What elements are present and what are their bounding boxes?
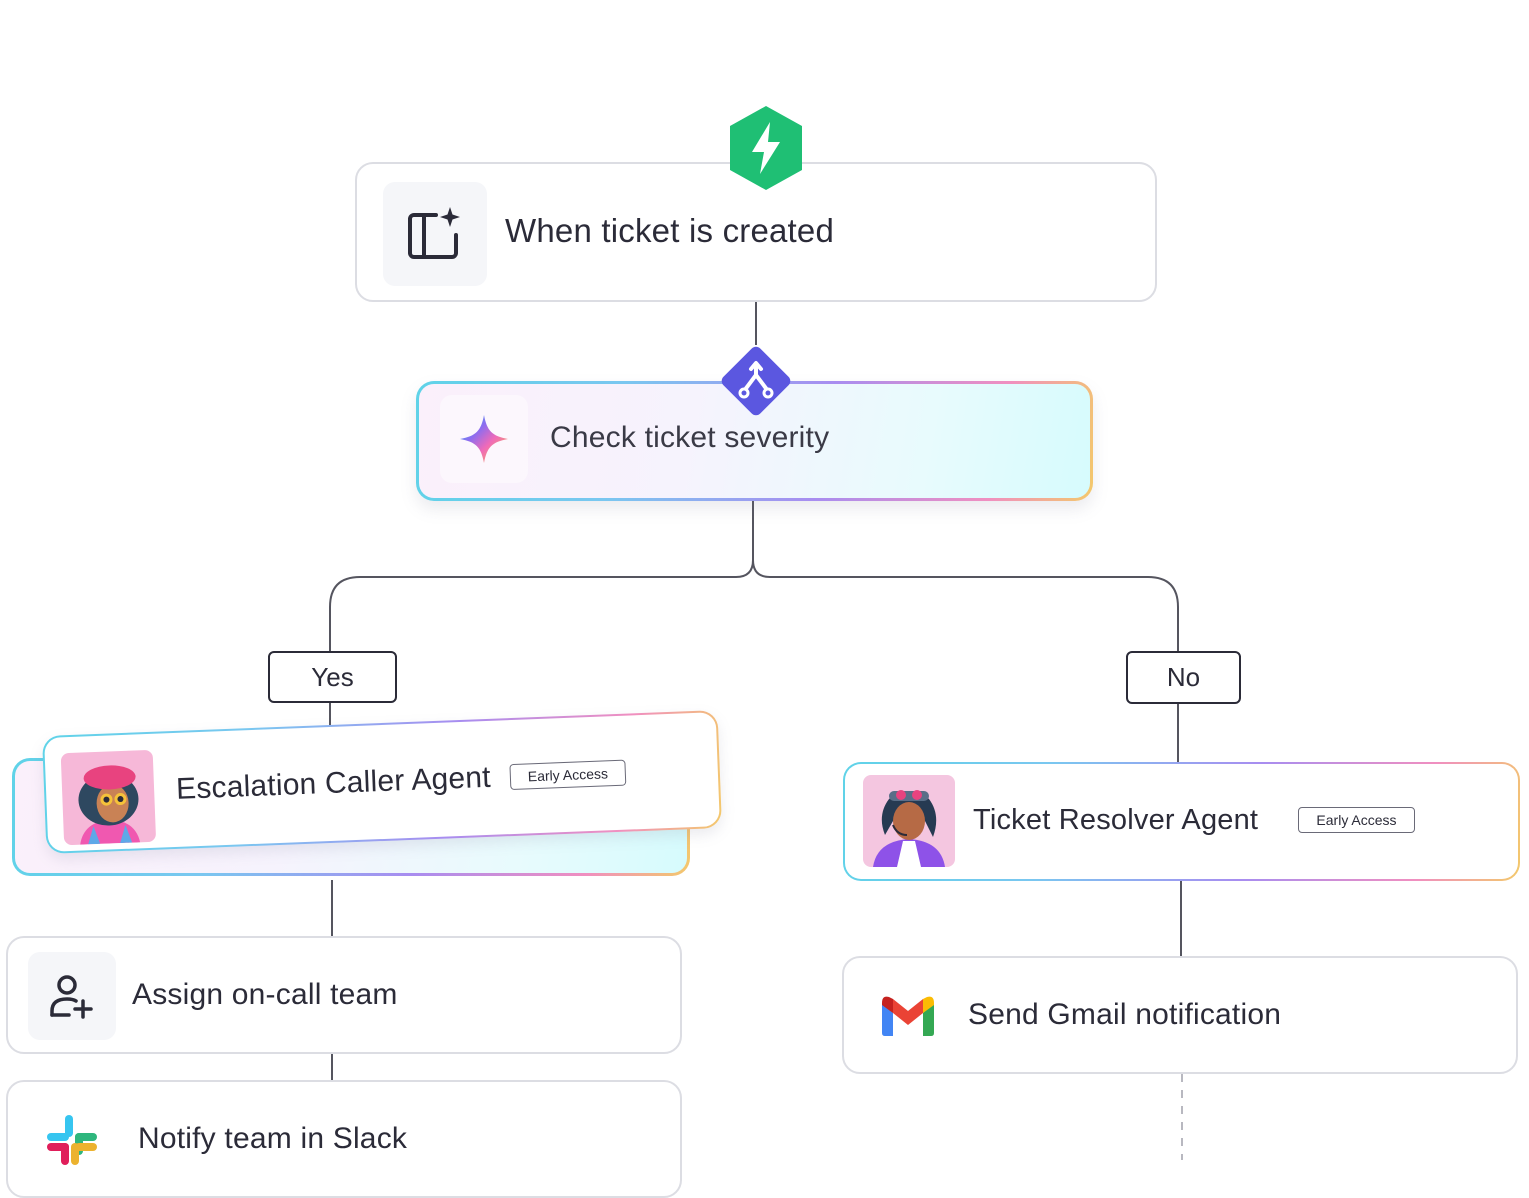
condition-icon-tile — [440, 395, 528, 483]
trigger-icon-tile — [383, 182, 487, 286]
slack-icon — [47, 1115, 97, 1165]
gmail-icon — [882, 996, 934, 1036]
gmail-icon-tile — [864, 972, 952, 1060]
slack-icon-tile — [28, 1096, 116, 1184]
assign-title: Assign on-call team — [132, 978, 398, 1011]
slack-title: Notify team in Slack — [138, 1122, 408, 1155]
board-sparkle-icon — [408, 207, 460, 259]
branch-icon — [721, 346, 791, 416]
branch-yes-label: Yes — [268, 651, 397, 703]
trigger-title: When ticket is created — [505, 212, 835, 249]
agent-avatar-2 — [863, 775, 955, 867]
assign-card[interactable]: Assign on-call team — [6, 936, 682, 1054]
branch-no-label: No — [1126, 651, 1241, 704]
trigger-card[interactable]: When ticket is created — [355, 162, 1157, 302]
user-add-icon — [50, 975, 93, 1019]
connector-lines — [329, 300, 1183, 1160]
slack-card[interactable]: Notify team in Slack — [6, 1080, 682, 1198]
ai-sparkle-icon — [460, 415, 508, 463]
escalation-agent-card[interactable]: Escalation Caller Agent Early Access — [41, 710, 723, 854]
resolver-agent-card[interactable]: Ticket Resolver Agent Early Access — [843, 762, 1520, 881]
early-access-badge: Early Access — [509, 759, 627, 791]
early-access-badge: Early Access — [1298, 807, 1415, 833]
condition-title: Check ticket severity — [550, 421, 830, 454]
gmail-card[interactable]: Send Gmail notification — [842, 956, 1518, 1074]
lightning-icon — [730, 106, 802, 190]
gmail-title: Send Gmail notification — [968, 998, 1282, 1031]
assign-icon-tile — [28, 952, 116, 1040]
resolver-agent-title: Ticket Resolver Agent — [973, 804, 1259, 836]
condition-card[interactable]: Check ticket severity — [416, 381, 1093, 501]
agent-avatar-1 — [60, 749, 157, 846]
